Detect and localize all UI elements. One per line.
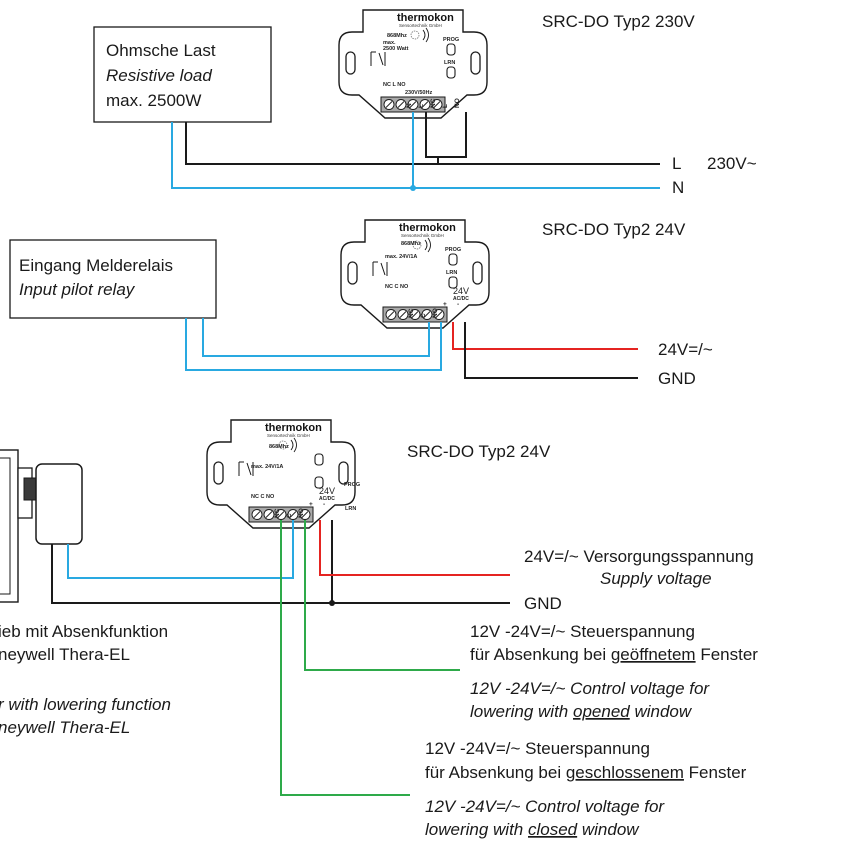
svg-text:AC/DC: AC/DC <box>319 496 335 502</box>
actuator-label-en-1: r with lowering function <box>0 695 171 714</box>
svg-text:max.: max. <box>383 40 396 46</box>
svg-text:NC C NO: NC C NO <box>385 284 409 290</box>
label-gnd: GND <box>658 369 696 388</box>
svg-text:NO: NO <box>298 508 305 518</box>
wire-relay-nc <box>185 318 442 371</box>
wire-l-bridge <box>425 112 467 158</box>
svg-text:N: N <box>406 103 413 108</box>
pilot-relay-box <box>9 239 217 319</box>
actuator-label-de-1: ieb mit Absenkfunktion <box>0 622 168 641</box>
device-24v-relay-title: SRC-DO Typ2 24V <box>542 220 686 239</box>
svg-text:thermokon: thermokon <box>399 222 456 234</box>
svg-text:NO: NO <box>454 98 461 108</box>
closed-label-en-1: 12V -24V=/~ Control voltage for <box>425 797 665 816</box>
svg-text:+: + <box>443 301 447 308</box>
label-230v: 230V~ <box>707 154 757 173</box>
svg-text:24V: 24V <box>453 286 469 296</box>
svg-text:L: L <box>418 104 425 108</box>
wire-control-open <box>304 520 460 671</box>
resistive-load-box <box>93 26 272 123</box>
svg-text:Sensortechnik GmbH: Sensortechnik GmbH <box>401 233 444 238</box>
wire-supply-24v <box>319 520 510 576</box>
svg-text:NC: NC <box>274 508 281 518</box>
device-24v-relay: thermokon Sensortechnik GmbH 868Mhz max.… <box>340 219 490 329</box>
svg-text:230V/50Hz: 230V/50Hz <box>405 90 432 96</box>
svg-text:thermokon: thermokon <box>265 422 322 434</box>
load-label-de: Ohmsche Last <box>106 41 216 60</box>
svg-text:LRN: LRN <box>345 506 356 512</box>
supply-label-en: Supply voltage <box>600 569 712 588</box>
wire-load-to-l <box>185 122 660 165</box>
label-n: N <box>672 178 684 197</box>
svg-text:max. 24V/1A: max. 24V/1A <box>251 464 283 470</box>
svg-text:PROG: PROG <box>445 247 461 253</box>
svg-text:Sensortechnik GmbH: Sensortechnik GmbH <box>399 23 442 28</box>
device-230v: thermokon Sensortechnik GmbH 868Mhz max.… <box>338 9 488 119</box>
closed-label-de-2: für Absenkung bei geschlossenem Fenster <box>425 763 747 782</box>
svg-text:NO: NO <box>432 308 439 318</box>
wire-control-closed <box>280 520 410 796</box>
load-label-en: Resistive load <box>106 66 212 85</box>
gnd-label: GND <box>524 594 562 613</box>
svg-text:-: - <box>457 301 459 308</box>
svg-text:-: - <box>323 501 325 508</box>
wire-actuator-gnd <box>51 544 510 604</box>
wire-neutral <box>171 122 660 189</box>
open-label-en-2: lowering with opened window <box>470 702 693 721</box>
open-label-de-1: 12V -24V=/~ Steuerspannung <box>470 622 695 641</box>
svg-text:+: + <box>309 501 313 508</box>
brand-logo: thermokon <box>397 12 454 24</box>
open-label-de-2: für Absenkung bei geöffnetem Fenster <box>470 645 758 664</box>
svg-text:24V: 24V <box>319 486 335 496</box>
actuator-label-de-2: neywell Thera-EL <box>0 645 130 664</box>
relay-label-en: Input pilot relay <box>19 280 136 299</box>
svg-text:868Mhz: 868Mhz <box>269 444 289 450</box>
svg-text:NC: NC <box>430 98 437 108</box>
svg-text:PROG: PROG <box>443 37 459 43</box>
thermal-actuator <box>0 449 83 603</box>
label-l: L <box>672 154 681 173</box>
open-label-en-1: 12V -24V=/~ Control voltage for <box>470 679 710 698</box>
wire-actuator-signal <box>67 520 294 579</box>
svg-text:AC/DC: AC/DC <box>453 296 469 302</box>
svg-text:Sensortechnik GmbH: Sensortechnik GmbH <box>267 433 310 438</box>
svg-text:NC: NC <box>408 308 415 318</box>
svg-text:max. 24V/1A: max. 24V/1A <box>385 254 417 260</box>
svg-text:NC C NO: NC C NO <box>251 494 275 500</box>
device-24v-actuator-title: SRC-DO Typ2 24V <box>407 442 551 461</box>
svg-text:LRN: LRN <box>444 60 455 66</box>
svg-text:C: C <box>286 513 293 518</box>
svg-text:L: L <box>442 104 449 108</box>
label-24v: 24V=/~ <box>658 340 713 359</box>
load-label-max: max. 2500W <box>106 91 201 110</box>
actuator-label-en-2: neywell Thera-EL <box>0 718 130 737</box>
svg-text:NC L NO: NC L NO <box>383 82 406 88</box>
relay-label-de: Eingang Melderelais <box>19 256 173 275</box>
closed-label-de-1: 12V -24V=/~ Steuerspannung <box>425 739 650 758</box>
svg-text:C: C <box>420 313 427 318</box>
svg-text:LRN: LRN <box>446 270 457 276</box>
closed-label-en-2: lowering with closed window <box>425 820 640 839</box>
svg-text:2500 Watt: 2500 Watt <box>383 46 409 52</box>
svg-text:PROG: PROG <box>344 482 360 488</box>
device-230v-title: SRC-DO Typ2 230V <box>542 12 695 31</box>
wire-24v-supply <box>452 322 638 350</box>
supply-label-de: 24V=/~ Versorgungsspannung <box>524 547 754 566</box>
device-24v-actuator: thermokon Sensortechnik GmbH 868Mhz max.… <box>206 419 360 529</box>
svg-text:868Mhz: 868Mhz <box>387 33 407 39</box>
wire-relay-c <box>202 318 430 357</box>
svg-text:868Mhz: 868Mhz <box>401 241 421 247</box>
wire-gnd <box>464 322 638 379</box>
